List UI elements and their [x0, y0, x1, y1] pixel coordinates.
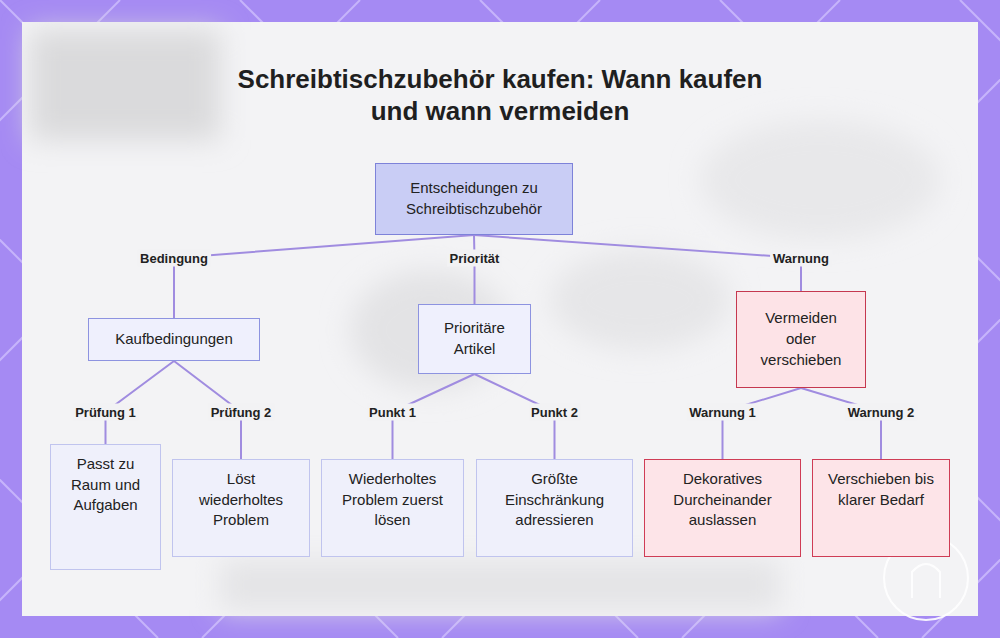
warning-leaf-box: Verschieben bis klarer Bedarf [812, 459, 950, 557]
node-text: Verschieben bis klarer Bedarf [826, 469, 936, 510]
category-box: Prioritäre Artikel [418, 304, 531, 374]
edge-label: Prüfung 2 [208, 404, 275, 421]
node-text: Prioritäre Artikel [429, 318, 520, 359]
node-text: Löst wiederholtes Problem [186, 469, 296, 531]
node-text: Vermeiden oder verschieben [755, 308, 847, 370]
edge-label: Warnung 2 [845, 404, 918, 421]
edge-label: Punkt 1 [366, 404, 419, 421]
node-text: Wiederholtes Problem zuerst lösen [334, 469, 452, 531]
warning-box: Vermeiden oder verschieben [736, 291, 866, 388]
node-text: Kaufbedingungen [115, 329, 233, 350]
connector [473, 235, 476, 304]
blurred-photo [30, 30, 940, 610]
check-box: Passt zu Raum und Aufgaben [50, 444, 161, 570]
edge-label: Warnung [770, 250, 832, 267]
edge-label: Warnung 1 [686, 404, 759, 421]
priority-box: Größte Einschränkung adressieren [476, 459, 633, 557]
node-text: Passt zu Raum und Aufgaben [62, 454, 150, 516]
connector [801, 388, 881, 459]
connector [106, 361, 175, 444]
node-text: Entscheidungen zu Schreibtischzubehör [386, 178, 562, 219]
edge-label: Priorität [447, 250, 503, 267]
priority-box: Wiederholtes Problem zuerst lösen [321, 459, 464, 557]
connector [723, 388, 802, 459]
warning-leaf-box: Dekoratives Durcheinander auslassen [644, 459, 801, 557]
node-text: Größte Einschränkung adressieren [495, 469, 615, 531]
node-text: Dekoratives Durcheinander auslassen [663, 469, 783, 531]
edge-label: Prüfung 1 [72, 404, 139, 421]
card [22, 22, 978, 616]
check-box: Löst wiederholtes Problem [172, 459, 310, 557]
edge-label: Bedingung [137, 250, 211, 267]
root-box: Entscheidungen zu Schreibtischzubehör [375, 163, 573, 235]
title: Schreibtischzubehör kaufen: Wann kaufen … [220, 64, 780, 127]
connector [474, 235, 801, 291]
category-box: Kaufbedingungen [88, 318, 260, 361]
edge-label: Punkt 2 [528, 404, 581, 421]
